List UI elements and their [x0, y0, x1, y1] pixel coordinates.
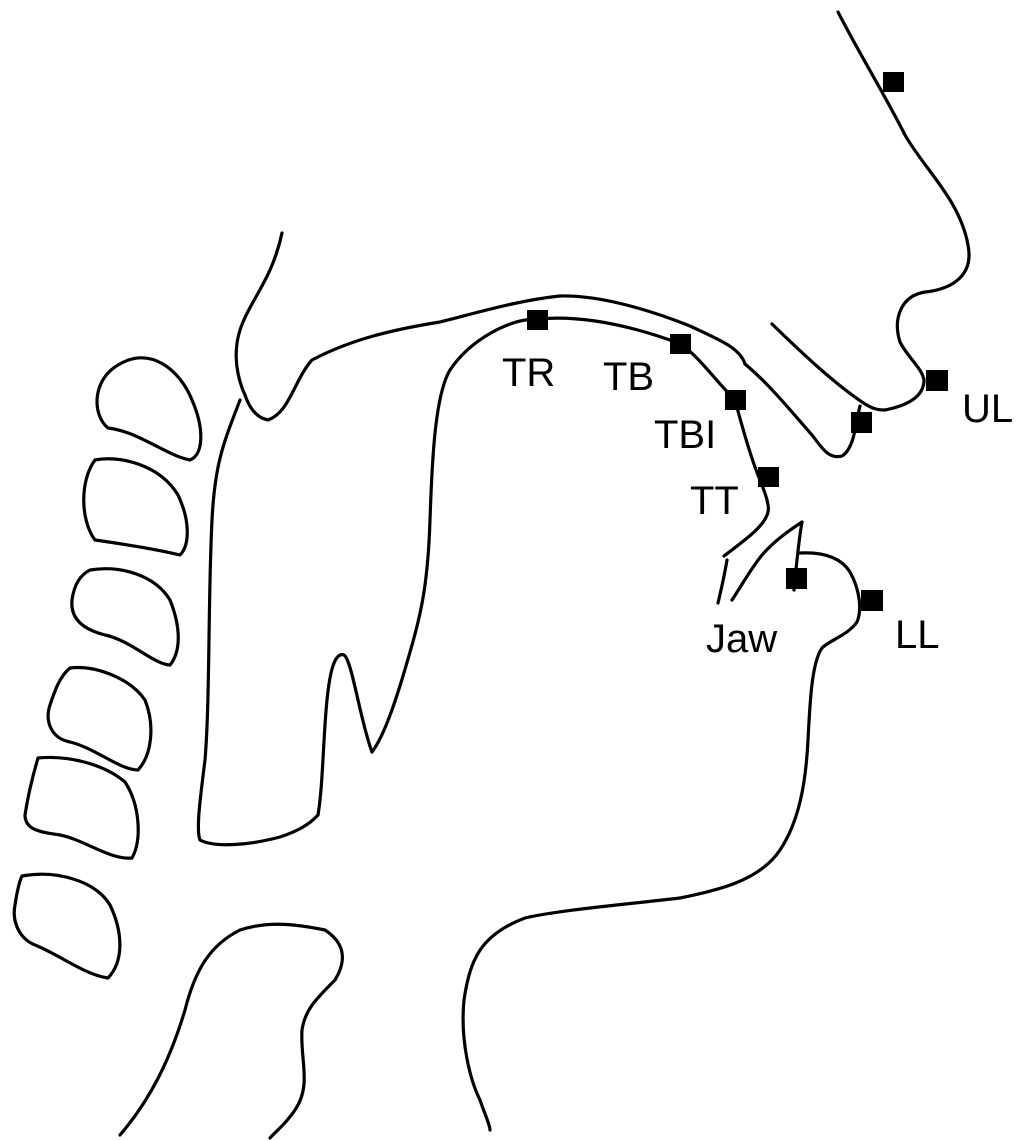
upper-incisor-sensor-marker	[851, 412, 872, 433]
vertebra-1	[97, 358, 201, 460]
vertebra-4	[48, 668, 151, 770]
lower-lip-chin-outline	[463, 553, 860, 1130]
jaw-sensor-marker	[786, 568, 807, 589]
ll-sensor-marker	[861, 590, 883, 611]
upper-lip-outline	[772, 324, 885, 410]
tr-label: TR	[502, 351, 555, 395]
palate-outline	[236, 233, 745, 420]
vertebra-2	[84, 459, 188, 555]
tr-sensor-marker	[527, 310, 548, 330]
nose-profile	[838, 12, 969, 410]
tbi-label: TBI	[654, 413, 716, 457]
ul-sensor-marker	[926, 370, 948, 391]
tbi-sensor-marker	[725, 390, 746, 410]
vertebra-6	[14, 874, 120, 978]
lower-tooth-root	[718, 560, 727, 603]
ul-label: UL	[962, 387, 1013, 431]
vertebra-5	[25, 757, 138, 858]
tb-sensor-marker	[670, 334, 691, 354]
larynx-outline	[120, 924, 342, 1138]
pharynx-wall-outline	[198, 400, 318, 845]
vertebra-3	[72, 569, 178, 665]
jaw-label: Jaw	[706, 617, 777, 661]
tt-label: TT	[690, 479, 739, 523]
tt-sensor-marker	[758, 467, 779, 487]
nose-sensor-marker	[883, 72, 904, 92]
tb-label: TB	[603, 355, 654, 399]
upper-teeth-outline	[745, 364, 860, 457]
ll-label: LL	[895, 613, 940, 657]
